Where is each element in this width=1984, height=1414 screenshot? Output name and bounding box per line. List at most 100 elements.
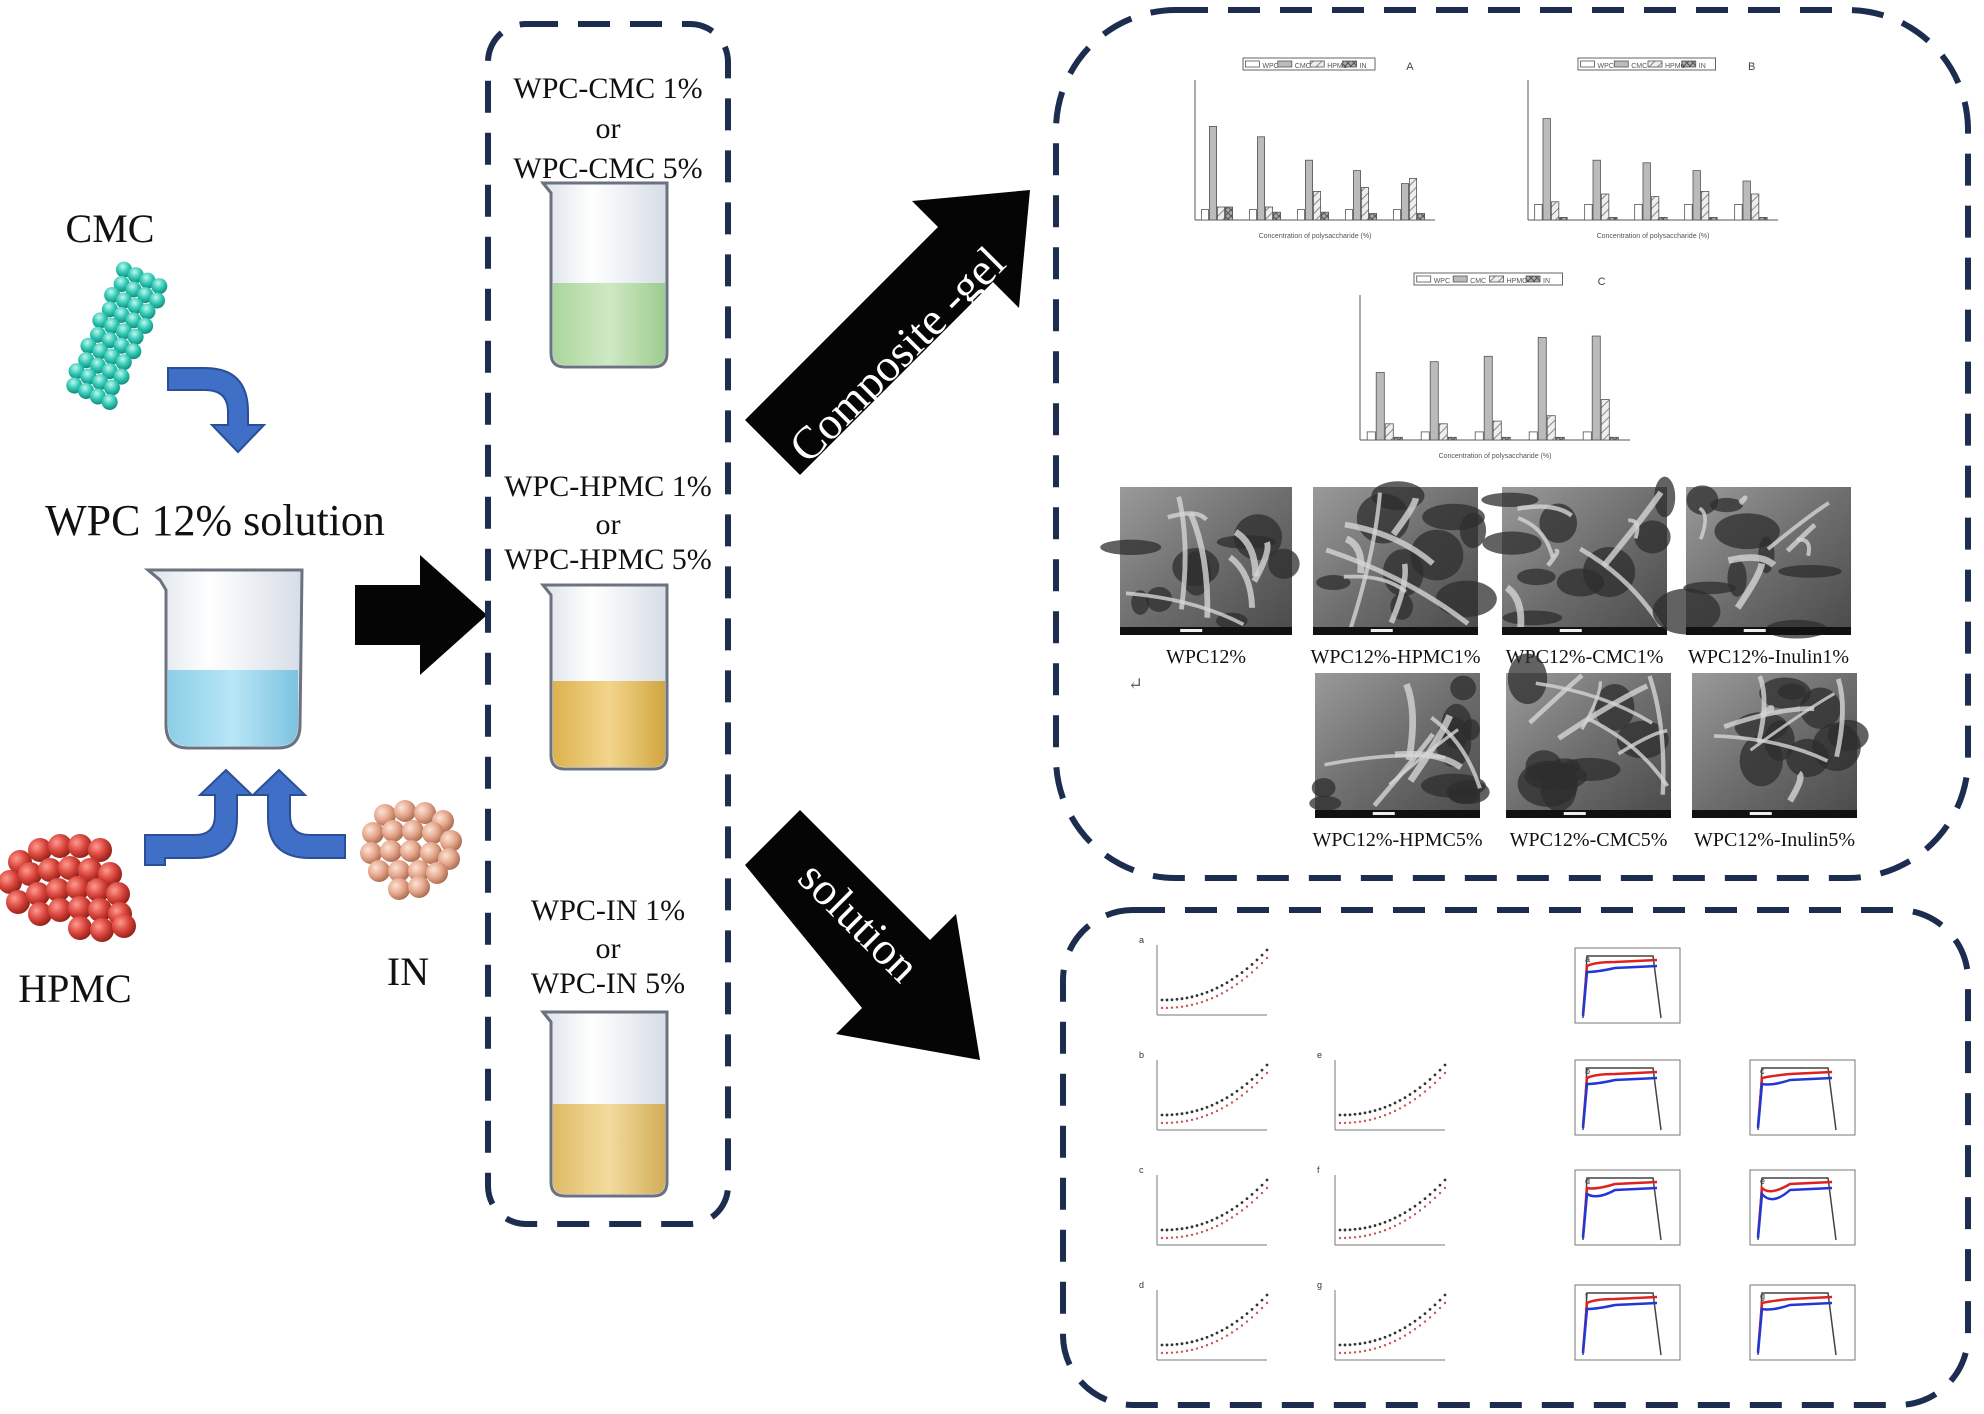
bar [1344, 209, 1353, 221]
bar [1684, 203, 1693, 221]
sphere [127, 328, 144, 345]
sphere [380, 840, 402, 862]
x-axis-label: Concentration of polysaccharide (%) [1439, 453, 1552, 460]
cmc-label: CMC [66, 206, 155, 251]
svg-text:IN: IN [1360, 63, 1367, 70]
yellow-beaker-icon [541, 1010, 669, 1198]
bar [1416, 213, 1425, 221]
solution-results-panel [1060, 907, 1971, 1408]
sphere [88, 838, 112, 862]
hpmc-label: HPMC [18, 966, 131, 1011]
sphere [426, 862, 448, 884]
frequency-sweep-plot: g [1317, 1280, 1447, 1361]
sem-caption: WPC12%-Inulin1% [1688, 646, 1849, 668]
up-arrow-right-icon [250, 768, 346, 859]
chart-letter: C [1598, 276, 1606, 288]
frequency-sweep-plot: a [1139, 935, 1269, 1016]
mixture-hpmc-line2: or [596, 508, 621, 541]
sem-image: WPC12%-CMC1% [1481, 476, 1676, 668]
bar [1375, 372, 1385, 441]
sem-caption: WPC12%-HPMC1% [1310, 646, 1480, 668]
bar [1492, 420, 1502, 441]
sphere [400, 840, 422, 862]
bar [1650, 196, 1660, 221]
sphere [137, 317, 154, 334]
bar [1609, 436, 1619, 441]
sphere [101, 394, 118, 411]
svg-text:WPC: WPC [1262, 63, 1278, 70]
bar [1360, 187, 1369, 221]
bar [1734, 203, 1743, 221]
bar [1550, 201, 1560, 221]
in-molecule-icon [360, 800, 462, 900]
plot-letter: e [1317, 1050, 1322, 1060]
sphere [78, 858, 102, 882]
sem-image: WPC12%-Inulin5% [1692, 673, 1869, 851]
frequency-sweep-plot: c [1139, 1165, 1269, 1246]
wpc-beaker-icon [143, 568, 304, 750]
sphere [68, 834, 92, 858]
sem-caption: WPC12%-HPMC5% [1312, 829, 1482, 851]
sphere [28, 902, 52, 926]
sphere [362, 822, 384, 844]
sphere [90, 918, 114, 942]
bar [1542, 118, 1551, 221]
bar [1438, 423, 1448, 441]
sphere [368, 860, 390, 882]
svg-text:CMC: CMC [1295, 63, 1311, 70]
sem-image: WPC12%-Inulin1% [1652, 485, 1851, 668]
bar [1584, 203, 1593, 221]
bar [1420, 431, 1430, 441]
bar [1600, 193, 1610, 221]
bar [1352, 170, 1361, 221]
sem-image: WPC12%-HPMC1% [1310, 481, 1497, 668]
sphere [388, 860, 410, 882]
svg-text:WPC: WPC [1434, 278, 1450, 285]
temperature-sweep-plot: b [1574, 1059, 1681, 1136]
bar [1534, 203, 1543, 221]
hpmc-molecule-icon [0, 834, 136, 942]
svg-text:CMC: CMC [1470, 278, 1486, 285]
bar [1366, 431, 1376, 441]
sphere [6, 890, 30, 914]
bar [1692, 170, 1701, 221]
bar [1537, 337, 1547, 441]
sphere [402, 820, 424, 842]
bar [1474, 431, 1484, 441]
sphere [382, 820, 404, 842]
bar [1408, 178, 1417, 221]
plot-letter: f [1317, 1165, 1320, 1175]
sem-image: WPC12% [1100, 487, 1300, 668]
sem-caption: WPC12%-Inulin5% [1694, 829, 1855, 851]
mixture-hpmc-line3: WPC-HPMC 5% [504, 543, 712, 576]
sphere [149, 292, 166, 309]
sem-row-1: WPC12% WPC12%-HPMC1% WPC12%-CMC1% WPC12%-In… [1100, 476, 1851, 668]
bar [1392, 209, 1401, 221]
bar [1305, 159, 1314, 221]
sem-image: WPC12%-HPMC5% [1309, 673, 1490, 851]
yellow-beaker-icon [541, 583, 669, 771]
bar [1313, 190, 1322, 221]
green-beaker-icon [541, 181, 669, 369]
sphere [414, 802, 436, 824]
sphere [360, 842, 382, 864]
bar [1273, 211, 1282, 221]
sphere [112, 914, 136, 938]
sphere [0, 870, 22, 894]
bar [1528, 431, 1538, 441]
sem-caption: WPC12%-CMC1% [1506, 646, 1664, 668]
svg-text:CMC: CMC [1631, 63, 1647, 70]
bar [1447, 436, 1457, 441]
mixture-in-line2: or [596, 932, 621, 965]
frequency-sweep-plot: d [1139, 1280, 1269, 1361]
sphere [151, 278, 168, 295]
bar [1257, 136, 1266, 221]
bar [1709, 216, 1718, 221]
sphere [440, 830, 462, 852]
